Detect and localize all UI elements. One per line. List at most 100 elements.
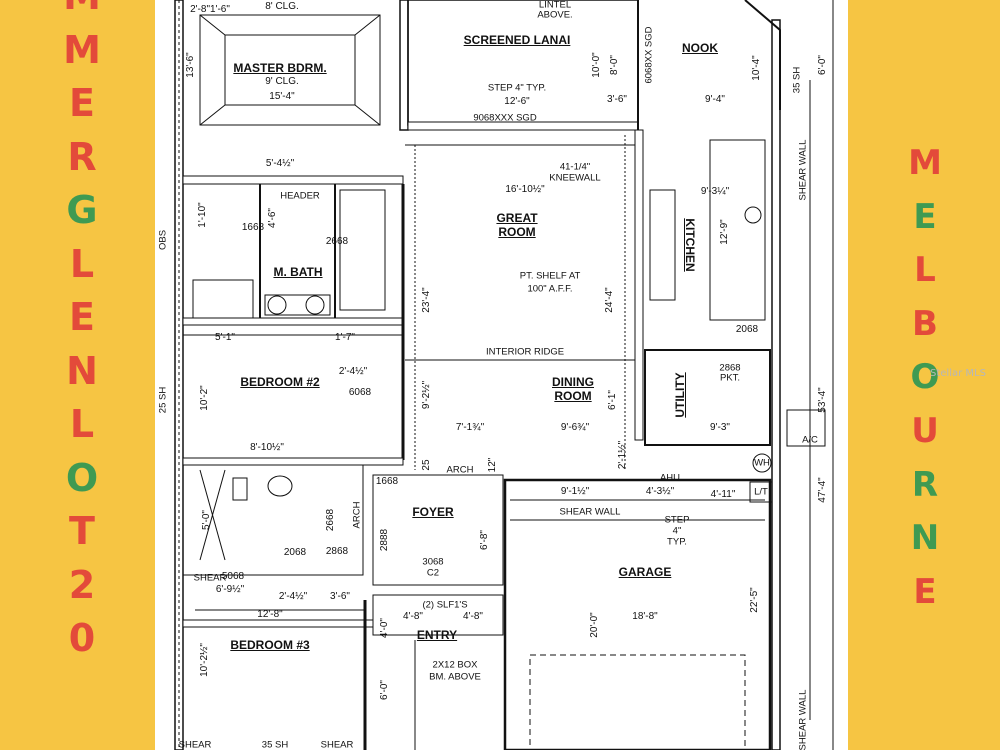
nook-label: NOOK [682, 41, 718, 55]
kitchen-label: KITCHEN [683, 218, 697, 272]
left-title-letter: G [66, 188, 98, 232]
shear-wall-right-note: SHEAR WALL [797, 139, 809, 201]
dim-24-4: 24'-4" [604, 287, 615, 313]
dim-47-4: 47'-4" [817, 477, 828, 503]
sgd-9068-note: 9068XXX SGD [473, 112, 537, 124]
dim-2-1: 2'-1½" [617, 440, 628, 470]
dim-5-1: 5'-1" [215, 332, 235, 343]
wh-label: WH [754, 457, 770, 469]
left-banner: MMERGLENLOT20 [0, 0, 155, 750]
kneewall-note-2: KNEEWALL [549, 172, 601, 184]
dim-2868: 2868 [325, 546, 349, 557]
box-beam-note-2: BM. ABOVE [429, 671, 481, 683]
sh35-note: 35 SH [791, 66, 803, 94]
dim-6-8: 6'-8" [479, 530, 490, 550]
interior-ridge-note: INTERIOR RIDGE [485, 346, 565, 358]
pt-shelf-note-2: 100" A.F.F. [527, 283, 573, 295]
entry-label: ENTRY [416, 628, 458, 642]
dim-9-2: 9'-2½" [421, 380, 432, 410]
dim-12-8: 12'-8" [257, 609, 283, 620]
dim-12-9: 12'-9" [719, 219, 730, 245]
dim-6-9: 6'-9½" [215, 584, 245, 595]
dim-22-5: 22'-5" [749, 587, 760, 613]
right-title-letter: M [908, 143, 942, 183]
arch-note: ARCH [446, 464, 474, 476]
shear-note-bottom-left: SHEAR [178, 739, 212, 750]
right-title-letter: U [911, 410, 939, 451]
box-beam-note-1: 2X12 BOX [432, 659, 478, 671]
left-title-letter: 0 [68, 616, 96, 660]
slf-note: (2) SLF1'S [422, 599, 468, 611]
dim-5068: 5068 [221, 571, 245, 582]
dim-7-1: 7'-1¾" [455, 422, 485, 433]
dim-16-10: 16'-10½" [505, 184, 545, 195]
left-title-letter: T [69, 509, 95, 553]
kneewall-note-1: 41-1/4" [559, 161, 591, 173]
dining-room-label-2: ROOM [554, 389, 592, 403]
left-title-letter: 2 [68, 562, 96, 607]
left-title-letter: L [69, 241, 95, 286]
sh35-note-bottom: 35 SH [261, 739, 289, 750]
step-typ-note-1: STEP [664, 514, 690, 526]
dim-10-0: 10'-0" [591, 52, 602, 78]
left-title-letter: E [69, 81, 95, 125]
clg8-note: 8' CLG. [265, 1, 299, 12]
header-note: HEADER [280, 190, 320, 202]
shear-note-bottom-right: SHEAR [320, 739, 354, 750]
dim-10-2b: 10'-2½" [199, 643, 210, 677]
dim-8-0: 8'-0" [609, 55, 620, 75]
dim-6-0: 6'-0" [817, 55, 828, 75]
dim-2888: 2888 [379, 528, 390, 552]
left-title-letter: L [69, 402, 95, 446]
right-title-letter: L [914, 250, 936, 291]
right-title-letter: N [910, 518, 940, 559]
dim-23-4: 23'-4" [421, 287, 432, 313]
lintel-note-2: ABOVE. [537, 9, 573, 21]
right-title-letter: B [912, 303, 938, 344]
dim-2668-pkt: 2668 [325, 508, 336, 532]
utility-label: UTILITY [673, 372, 687, 418]
dim-3-6b: 3'-6" [330, 591, 350, 602]
clg9-note: 9' CLG. [265, 76, 299, 87]
foyer-label: FOYER [412, 505, 454, 519]
right-title-letter: E [913, 571, 937, 612]
dim-12: 12" [487, 457, 498, 473]
dim-4-3: 4'-3½" [645, 486, 675, 497]
left-title-letter: E [69, 295, 95, 339]
dim-2-4b: 2'-4½" [278, 591, 308, 602]
shear-note-top: SHEAR [193, 572, 227, 584]
ahu-note: AHU [659, 472, 681, 484]
right-title-letter: R [911, 464, 939, 505]
sh25-note: 25 SH [157, 386, 169, 414]
dim-6-1: 6'-1" [607, 390, 618, 410]
pkt-2868-note-1: 2868 [719, 362, 741, 374]
right-title-letter: O [910, 357, 940, 398]
dim-4-8b: 4'-8" [463, 611, 483, 622]
c2-note-2: C2 [426, 567, 440, 579]
lintel-note-1: LINTEL [538, 0, 572, 11]
dim-6-0b: 6'-0" [379, 680, 390, 700]
dim-4-6: 4'-6" [267, 208, 278, 228]
dim-8-10: 8'-10½" [250, 442, 284, 453]
dim-9-3: 9'-3¼" [700, 186, 730, 197]
bedroom-2-label: BEDROOM #2 [240, 375, 320, 389]
m-bath-label: M. BATH [273, 265, 323, 279]
shear-wall-right2-note: SHEAR WALL [797, 689, 809, 750]
dim-2-8-1-6: 2'-8"1'-6" [190, 4, 230, 15]
dim-10-4: 10'-4" [751, 55, 762, 81]
watermark: Stellar MLS [930, 368, 986, 379]
obs-note: OBS [157, 229, 169, 251]
bedroom-3-label: BEDROOM #3 [230, 638, 310, 652]
left-title-letter: N [66, 348, 98, 393]
dim-1668-foyer: 1668 [375, 476, 399, 487]
dim-15-4: 15'-4" [269, 91, 295, 102]
dim-4-11: 4'-11" [710, 489, 736, 500]
dim-9-6: 9'-6¾" [560, 422, 590, 433]
dim-9-4: 9'-4" [705, 94, 725, 105]
garage-label: GARAGE [618, 565, 672, 579]
dim-3-6: 3'-6" [607, 94, 627, 105]
floor-plan: MASTER BDRM. 9' CLG. 15'-4" 8' CLG. 2'-8… [155, 0, 848, 750]
floor-plan-drawing [174, 0, 834, 750]
dim-53-4: 53'-4" [817, 387, 828, 413]
